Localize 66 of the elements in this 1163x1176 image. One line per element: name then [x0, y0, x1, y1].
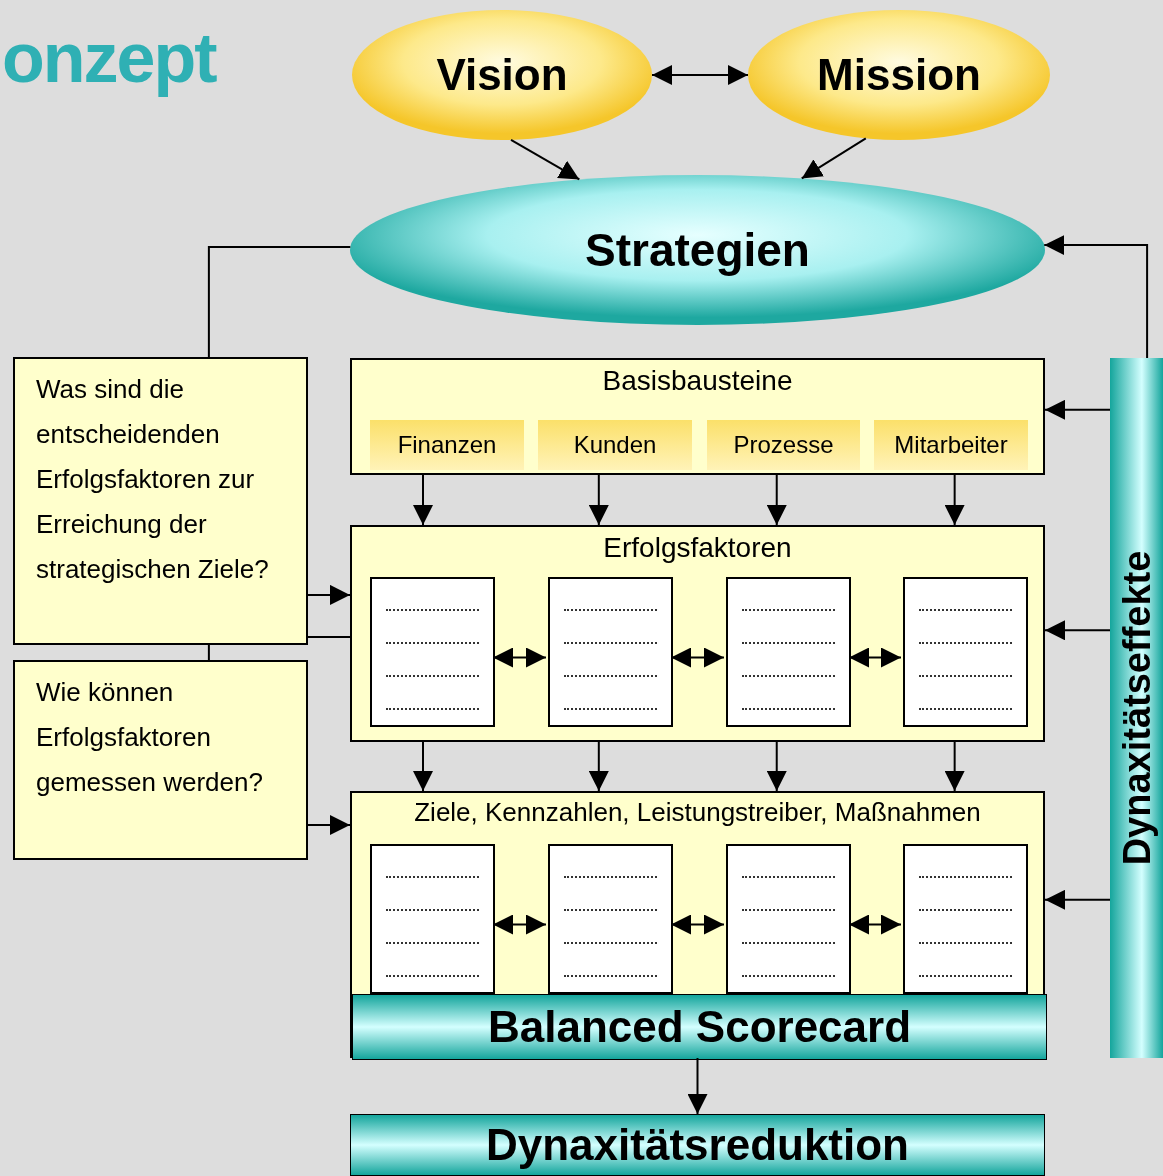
arrow: [848, 647, 902, 668]
band: [352, 994, 1047, 1060]
ellipse-node: [350, 175, 1045, 325]
arrow: [670, 914, 725, 935]
placeholder-box: [548, 844, 673, 994]
arrow: [1044, 620, 1111, 641]
arrow: [766, 741, 787, 792]
connector-line: [307, 635, 351, 638]
node-label: Wie können Erfolgsfaktoren gemessen werden?: [36, 676, 264, 799]
category-box: [874, 420, 1028, 470]
panel: [350, 525, 1045, 742]
arrow: [492, 647, 547, 668]
arrow: [588, 741, 609, 792]
band: [350, 1114, 1045, 1176]
arrow: [687, 1057, 708, 1115]
category-box: [538, 420, 692, 470]
arrow: [307, 584, 351, 605]
connector-line: [207, 246, 352, 358]
panel-heading: Erfolgsfaktoren: [602, 531, 793, 565]
placeholder-box: [726, 577, 851, 727]
node-label: Mission: [816, 50, 982, 100]
node-label: Strategien: [584, 224, 811, 276]
arrow: [944, 474, 965, 526]
panel-heading: Basisbausteine: [601, 364, 794, 398]
arrow: [413, 741, 433, 792]
arrow: [510, 138, 581, 181]
arrow: [670, 647, 725, 668]
arrow: [944, 741, 965, 792]
panel-heading: Ziele, Kennzahlen, Leistungstreiber, Maßnahmen: [413, 797, 982, 829]
node-label: Prozesse: [732, 431, 835, 459]
node-label: Dynaxitätsreduktion: [485, 1120, 910, 1170]
arrow: [1043, 235, 1149, 359]
placeholder-box: [903, 577, 1028, 727]
arrow: [766, 474, 787, 526]
node-label: Finanzen: [396, 431, 498, 459]
node-label: Kunden: [572, 431, 658, 459]
placeholder-box: [726, 844, 851, 994]
placeholder-box: [370, 844, 495, 994]
vertical-band: [1110, 358, 1163, 1058]
arrow: [492, 914, 547, 935]
arrow: [800, 137, 867, 180]
node-label: Mitarbeiter: [893, 431, 1009, 459]
band-label: Dynaxitätseffekte: [1117, 550, 1156, 866]
arrow: [413, 474, 433, 526]
arrow: [588, 474, 609, 526]
node-label: Was sind die entscheidenden Erfolgsfaktoren zur Erreichung der strategischen Ziele?: [36, 373, 270, 586]
category-box: [707, 420, 860, 470]
arrow: [848, 914, 902, 935]
placeholder-box: [903, 844, 1028, 994]
arrow: [651, 65, 749, 85]
ellipse-node: [748, 10, 1050, 140]
question-box: [13, 357, 308, 645]
panel: [350, 791, 1045, 1058]
node-label: Vision: [435, 50, 569, 100]
arrow: [1044, 889, 1111, 910]
arrow: [307, 815, 351, 835]
placeholder-box: [370, 577, 495, 727]
node-label: Balanced Scorecard: [486, 1002, 913, 1052]
question-box: [13, 660, 308, 860]
panel: [350, 358, 1045, 475]
arrow: [1044, 399, 1111, 420]
placeholder-box: [548, 577, 673, 727]
ellipse-node: [352, 10, 652, 140]
category-box: [370, 420, 524, 470]
connector-line: [207, 644, 210, 661]
title: onzept: [2, 18, 216, 98]
